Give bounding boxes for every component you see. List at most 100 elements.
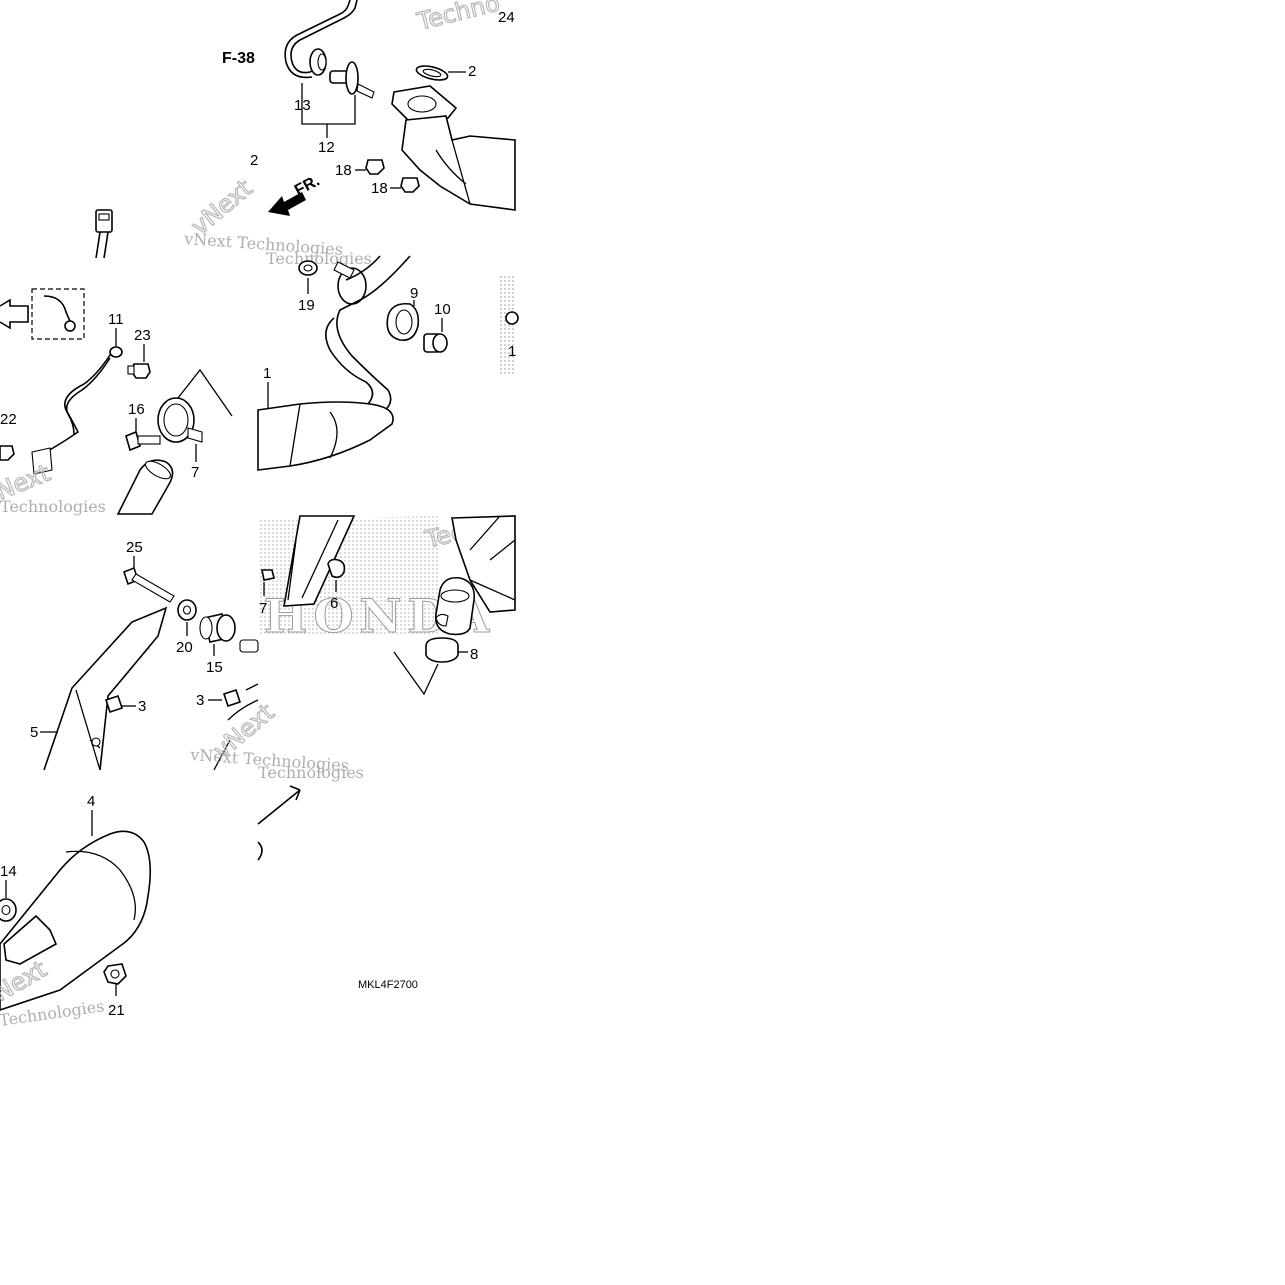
nut-3a [104,694,124,714]
callout-1: 1 [263,365,271,382]
detail-cable [43,295,73,327]
washer-14-hole [1,904,11,916]
tile-top-right: F-38 Techno 13 12 2 24 18 18 [222,0,516,216]
callout-19: 19 [298,297,315,314]
clamp-7-screw [187,427,203,443]
callout-16: 16 [128,401,145,418]
callout-2: 2 [468,63,476,80]
callout-5: 5 [30,724,38,741]
callout-9: 9 [410,285,418,302]
callout-20: 20 [176,639,193,656]
callout-18a: 18 [335,162,352,179]
watermark-technologies: Techno [414,0,503,36]
o2-sensor-tip [356,83,375,99]
watermark-technologies-2: Technologies [0,497,106,516]
diagram-code-label: MKL4F2700 [358,979,418,991]
shield-mount [91,737,101,747]
sensor-tube-inner [284,0,351,79]
damper-clip [435,613,449,627]
sensor-wire [95,231,101,259]
callout-7a: 7 [191,464,199,481]
gasket-9-face [395,309,413,335]
sensor-wire-2 [103,231,109,259]
callout-11: 11 [108,311,124,328]
callout-14: 14 [0,863,17,880]
callout-22: 22 [0,411,17,428]
bolt-23-thread [127,365,135,375]
band-clamp-7-inner [163,403,189,437]
callout-15: 15 [206,659,223,676]
detail-terminal [64,320,76,332]
ground-cable-11-b [65,357,111,435]
muffler-4 [0,830,152,1011]
callout-25: 25 [126,539,143,556]
callout-12: 12 [318,139,335,156]
callout-24: 24 [498,9,515,26]
pipe-end-rim [144,460,172,480]
header-pipe-body [257,401,394,471]
tile-bottom-left: 4 14 21 Next Technologies [0,793,152,1030]
tile-bottom-right: Technologies MKL4F2700 [257,763,418,991]
edge-curve [257,841,263,861]
sensor-tube [290,0,358,74]
callout-23: 23 [134,327,151,344]
callout-7b: 7 [259,600,267,617]
callout-8: 8 [470,646,478,663]
flange-port [407,95,437,113]
callout-4: 4 [87,793,95,810]
callout-3b: 3 [196,692,204,709]
cable-bracket [31,447,53,475]
mount-bracket-detail [287,519,339,601]
callout-3a: 3 [138,698,146,715]
frame-section [451,515,516,613]
tile-middle-left: 11 23 22 16 7 Next Technologies [0,288,233,516]
arrow-left-icon [0,298,29,330]
muffler-4-detail [65,850,137,921]
tile-lower-left: 5 25 20 15 3 3 vNext Technologies vNext [30,539,350,775]
damper-top [440,589,470,603]
collar-edge [239,639,259,653]
callout-18b: 18 [371,180,388,197]
detail-box [31,288,85,340]
callout-21: 21 [108,1002,125,1019]
washer-20-hole [182,605,192,615]
converter-detail [435,139,471,205]
sensor-connector [95,209,113,233]
collar-15-face [216,614,236,642]
shield-bracket [213,683,259,771]
callout-6: 6 [330,595,338,612]
bolt-22 [0,445,15,461]
bolt-16-head [125,430,141,452]
nut-3b [222,688,242,708]
tile-lower-right: HONDA Tech 7 6 8 [258,513,516,696]
bolt-7b [261,569,275,581]
bolt-16-thread [137,435,161,445]
edge-label-1: 1 [508,343,516,360]
callout-13: 13 [294,97,311,114]
cable-terminal-11 [109,346,123,358]
header-pipe-1-outer [325,255,381,405]
clamp-pointer-lines [177,368,233,417]
damper-body [434,576,476,636]
watermark-technologies-3: Technologies [266,249,372,268]
connector-latch [98,213,110,221]
bushing-8-body [425,637,459,654]
nut-18b [400,177,420,193]
bolt-23 [131,363,151,379]
bushing-pointer-lines [393,651,439,696]
gasket-2-hole [422,68,442,78]
edge-part [505,311,519,325]
callout-10: 10 [434,301,451,318]
figure-ref-label: F-38 [222,50,255,67]
tile-middle-right: Technologies 1 19 1 9 10 [257,249,519,471]
header-pipe-detail [289,403,338,467]
edge-label-2: 2 [250,152,258,169]
grommet-19-hole [303,264,313,272]
muffler-mount [3,914,58,965]
nut-21-hole [110,969,120,979]
nut-18a [365,159,385,175]
heat-shield-5 [43,606,168,771]
frame-detail [469,515,516,601]
joint-13-face [317,53,327,71]
